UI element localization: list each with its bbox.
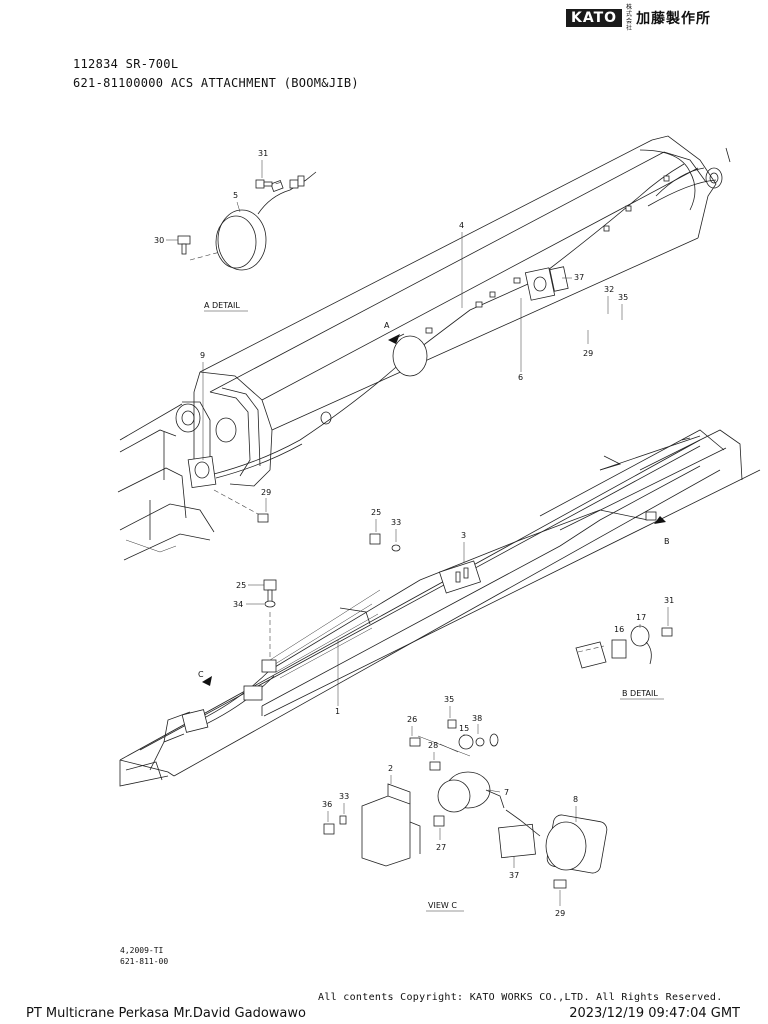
arrow-b-label: B: [664, 537, 670, 546]
kato-logo: KATO 株式会社 加藤製作所: [566, 4, 712, 32]
callout-25b: 25: [236, 581, 246, 590]
timestamp: 2023/12/19 09:47:04 GMT: [569, 1006, 740, 1021]
arrow-a-label: A: [384, 321, 390, 330]
callout-8: 8: [573, 795, 578, 804]
callout-34: 34: [233, 600, 243, 609]
callouts: 31 5 30 4 37 32 35 29 6 9 29 25 33 3 25: [154, 149, 674, 918]
model-title: 112834 SR-700L: [73, 57, 179, 71]
callout-31: 31: [258, 149, 268, 158]
callout-28: 28: [428, 741, 438, 750]
b-detail-label: B DETAIL: [622, 689, 658, 698]
a-detail-label: A DETAIL: [204, 301, 240, 310]
callout-25a: 25: [371, 508, 381, 517]
logo-brand: KATO: [566, 9, 623, 27]
callout-27: 27: [436, 843, 446, 852]
callout-29a: 29: [583, 349, 593, 358]
callout-35a: 35: [618, 293, 628, 302]
callout-17: 17: [636, 613, 646, 622]
callout-36: 36: [322, 800, 332, 809]
callout-37a: 37: [574, 273, 584, 282]
callout-33a: 33: [391, 518, 401, 527]
boom-drawing: [117, 135, 731, 561]
view-c-label: VIEW C: [428, 901, 457, 910]
callout-33b: 33: [339, 792, 349, 801]
callout-30: 30: [154, 236, 164, 245]
callout-32: 32: [604, 285, 614, 294]
part-title: 621-81100000 ACS ATTACHMENT (BOOM&JIB): [73, 76, 359, 90]
view-c-drawing: [323, 719, 608, 889]
jib-drawing: [119, 429, 761, 787]
a-detail-drawing: [177, 171, 317, 271]
callout-15: 15: [459, 724, 469, 733]
callout-35b: 35: [444, 695, 454, 704]
callout-31b: 31: [664, 596, 674, 605]
logo-company-name: 加藤製作所: [636, 11, 712, 27]
callout-6: 6: [518, 373, 523, 382]
callout-9: 9: [200, 351, 205, 360]
customer-name: PT Multicrane Perkasa Mr.David Gadowawo: [26, 1006, 306, 1021]
copyright-text: All contents Copyright: KATO WORKS CO.,L…: [318, 992, 723, 1003]
callout-2: 2: [388, 764, 393, 773]
logo-small-text: 株式会社: [626, 4, 633, 32]
drawing-code-2: 621-811-00: [120, 957, 169, 966]
callout-1: 1: [335, 707, 340, 716]
b-detail-drawing: [575, 625, 673, 669]
callout-3: 3: [461, 531, 466, 540]
arrow-c-label: C: [198, 670, 204, 679]
callout-7: 7: [504, 788, 509, 797]
callout-29c: 29: [555, 909, 565, 918]
drawing-code-1: 4,2009-TI: [120, 946, 164, 955]
callout-38: 38: [472, 714, 482, 723]
callout-29b: 29: [261, 488, 271, 497]
callout-26: 26: [407, 715, 417, 724]
callout-16: 16: [614, 625, 624, 634]
callout-4: 4: [459, 221, 464, 230]
callout-37b: 37: [509, 871, 519, 880]
callout-5: 5: [233, 191, 238, 200]
